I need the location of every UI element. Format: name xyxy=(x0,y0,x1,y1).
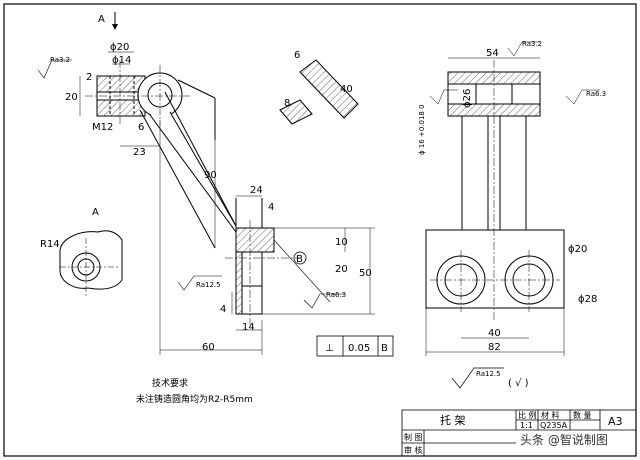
ra125-bottom: Ra12.5 xyxy=(476,370,501,378)
view-a-local-label: A xyxy=(92,207,99,218)
right-view xyxy=(425,71,565,309)
dim-6-top: 6 xyxy=(294,50,300,61)
title-scale-header: 比 例 xyxy=(518,410,537,420)
view-a-local xyxy=(59,230,123,296)
dim-40-rib: 40 xyxy=(340,84,353,95)
dim-8: 8 xyxy=(284,98,290,109)
tolerance-frame: ⊥ 0.05 B xyxy=(316,335,394,357)
dim-phi20-right: ϕ20 xyxy=(568,244,587,255)
dim-phi16: ϕ 16 +0.018 0 xyxy=(418,104,426,155)
dim-4-small: 4 xyxy=(220,304,226,315)
title-scale-value: 1:1 xyxy=(520,421,533,430)
left-dimension-lines xyxy=(79,51,375,355)
perp-symbol: ⊥ xyxy=(325,343,334,354)
title-material-header: 材 料 xyxy=(541,410,560,420)
roughness-left xyxy=(37,59,345,309)
ra32-left: Ra3.2 xyxy=(50,56,70,64)
rib-section xyxy=(279,59,359,125)
note-line1: 未注铸造圆角均为R2-R5mm xyxy=(136,393,253,405)
datum-b-label: B xyxy=(296,254,303,265)
tolerance-value: 0.05 xyxy=(348,343,370,354)
right-centre-lines xyxy=(430,60,560,320)
ra-paren: ( √ ) xyxy=(508,378,529,389)
title-drawn-by: 制 图 xyxy=(404,432,423,442)
title-block xyxy=(401,409,637,457)
main-view xyxy=(96,72,331,315)
datum-b-marker: B xyxy=(293,251,307,265)
dim-24: 24 xyxy=(250,185,263,196)
dim-phi28: ϕ28 xyxy=(578,294,597,305)
drawing-border xyxy=(3,3,637,457)
dim-60: 60 xyxy=(202,342,215,353)
dim-50: 50 xyxy=(359,268,372,279)
dim-90: 90 xyxy=(204,170,217,181)
dim-54: 54 xyxy=(486,48,499,59)
dim-phi14: ϕ14 xyxy=(112,55,131,66)
title-checked-by: 审 核 xyxy=(404,445,423,455)
dim-m12: M12 xyxy=(92,122,113,133)
dim-phi20: ϕ20 xyxy=(110,42,129,53)
dim-14: 14 xyxy=(242,322,255,333)
dim-4: 4 xyxy=(268,202,274,213)
title-sheet-size: A3 xyxy=(608,415,623,428)
ra125-mid: Ra12.5 xyxy=(196,281,221,289)
centre-lines-left xyxy=(85,60,300,325)
bottom-roughness xyxy=(451,367,504,389)
title-part-name: 托 架 xyxy=(440,413,466,427)
dim-82: 82 xyxy=(488,342,501,353)
dim-r14: R14 xyxy=(40,239,60,250)
dim-2: 2 xyxy=(86,72,92,83)
dim-40: 40 xyxy=(488,328,501,339)
dim-23: 23 xyxy=(133,147,146,158)
right-dimension-lines xyxy=(425,41,600,356)
ra63-right: Ra6.3 xyxy=(586,90,606,98)
dim-6-left: 6 xyxy=(138,122,144,133)
tolerance-datum: B xyxy=(381,343,388,354)
ra63-mid: Ra6.3 xyxy=(326,291,346,299)
dim-20-left: 20 xyxy=(65,92,78,103)
watermark: 头条 @智说制图 xyxy=(520,432,608,447)
dim-10: 10 xyxy=(335,237,348,248)
title-material-value: Q235A xyxy=(540,421,568,430)
ra32-right: Ra3.2 xyxy=(522,40,542,48)
view-a-label: A xyxy=(98,14,105,25)
dim-phi26: ϕ26 xyxy=(462,89,473,108)
dim-20-mid: 20 xyxy=(335,264,348,275)
note-title: 技术要求 xyxy=(152,377,188,389)
view-a-arrow: A xyxy=(98,12,118,30)
title-quantity-header: 数 量 xyxy=(573,410,592,420)
